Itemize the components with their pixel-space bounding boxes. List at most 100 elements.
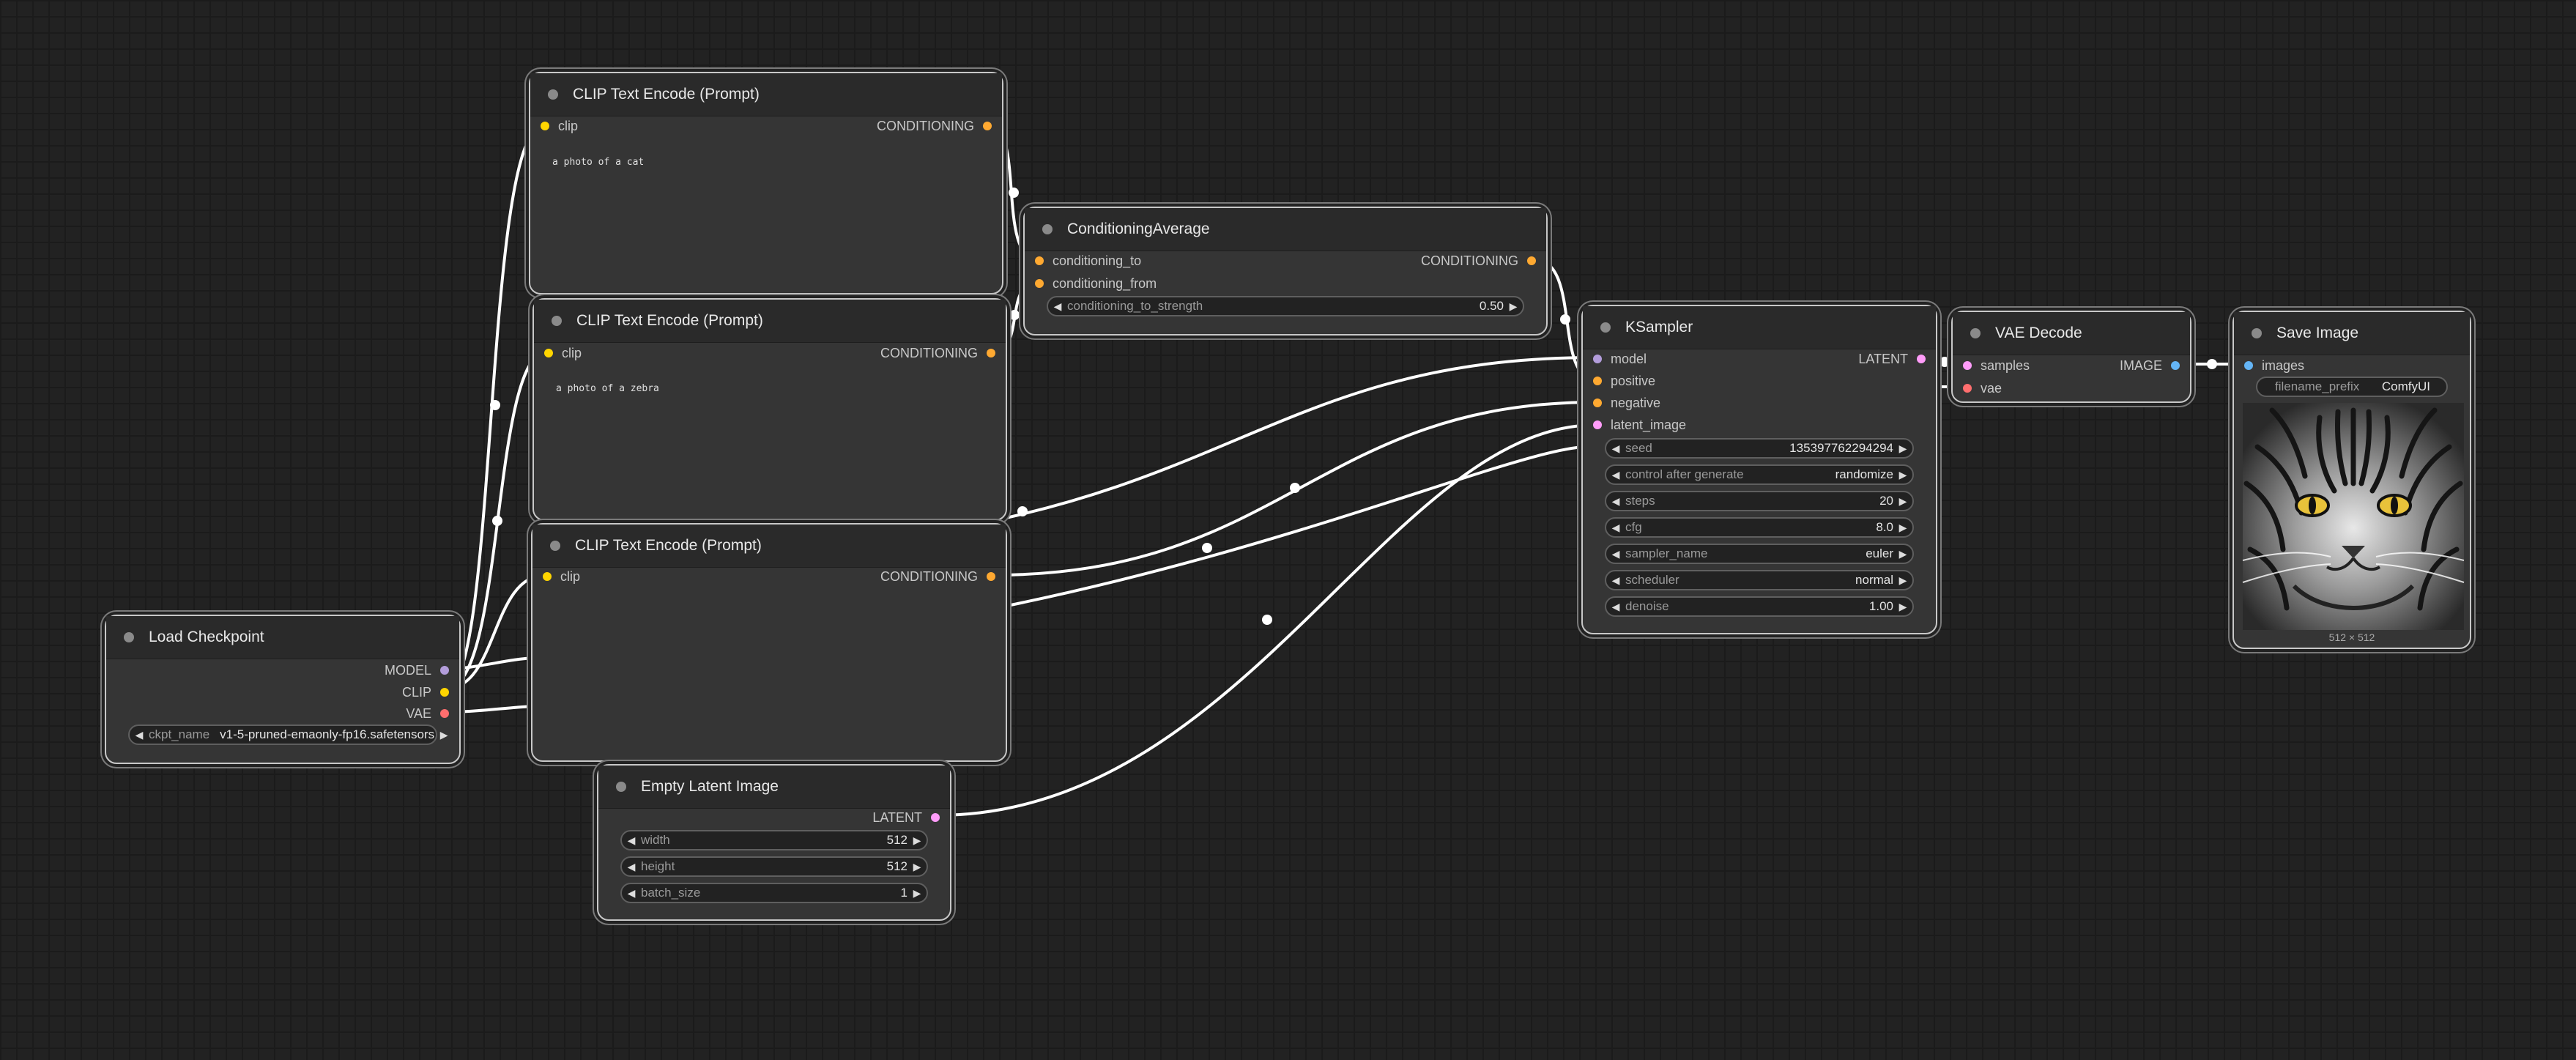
collapse-dot-icon[interactable] — [552, 316, 562, 326]
conditioning-slot-icon[interactable] — [1035, 256, 1044, 265]
decrement-arrow-icon[interactable]: ◀ — [627, 886, 636, 899]
node-clip-text-encode-3[interactable]: CLIP Text Encode (Prompt) clip CONDITION… — [531, 523, 1007, 762]
prompt-textarea[interactable] — [546, 601, 992, 746]
increment-arrow-icon[interactable]: ▶ — [1898, 468, 1907, 481]
collapse-dot-icon[interactable] — [2252, 328, 2262, 338]
conditioning-slot-icon[interactable] — [1593, 377, 1602, 385]
increment-arrow-icon[interactable]: ▶ — [913, 886, 921, 899]
decrement-arrow-icon[interactable]: ◀ — [135, 728, 144, 741]
increment-arrow-icon[interactable]: ▶ — [913, 860, 921, 872]
node-save-image[interactable]: Save Image images filename_prefix ComfyU… — [2232, 311, 2471, 649]
clip-slot-icon[interactable] — [543, 572, 552, 581]
input-negative[interactable]: negative — [1593, 394, 1660, 412]
collapse-dot-icon[interactable] — [550, 541, 560, 551]
latent-slot-icon[interactable] — [931, 813, 940, 822]
node-load-checkpoint[interactable]: Load Checkpoint MODEL CLIP VAE ◀ ckpt_na… — [105, 615, 461, 764]
node-conditioning-average[interactable]: ConditioningAverage conditioning_to cond… — [1023, 207, 1548, 336]
output-vae[interactable]: VAE — [406, 705, 449, 722]
node-vae-decode[interactable]: VAE Decode samples vae IMAGE — [1951, 311, 2191, 403]
decrement-arrow-icon[interactable]: ◀ — [627, 834, 636, 846]
output-image[interactable]: IMAGE — [2120, 357, 2180, 374]
ckpt-name-widget[interactable]: ◀ ckpt_name v1-5-pruned-emaonly-fp16.saf… — [128, 724, 448, 745]
decrement-arrow-icon[interactable]: ◀ — [1053, 300, 1062, 312]
input-conditioning-to[interactable]: conditioning_to — [1035, 252, 1141, 270]
node-ksampler[interactable]: KSampler model positive negative latent_… — [1581, 305, 1937, 634]
filename-prefix-widget[interactable]: filename_prefix ComfyUI — [2256, 377, 2448, 397]
collapse-dot-icon[interactable] — [1970, 328, 1981, 338]
input-positive[interactable]: positive — [1593, 372, 1655, 390]
image-slot-icon[interactable] — [2171, 361, 2180, 370]
conditioning-slot-icon[interactable] — [987, 572, 995, 581]
input-latent-image[interactable]: latent_image — [1593, 416, 1686, 434]
increment-arrow-icon[interactable]: ▶ — [439, 728, 448, 741]
decrement-arrow-icon[interactable]: ◀ — [1611, 521, 1620, 533]
collapse-dot-icon[interactable] — [548, 89, 558, 100]
node-title-bar[interactable]: Load Checkpoint — [106, 616, 459, 659]
decrement-arrow-icon[interactable]: ◀ — [1611, 442, 1620, 454]
node-title-bar[interactable]: Save Image — [2234, 312, 2470, 355]
increment-arrow-icon[interactable]: ▶ — [1509, 300, 1518, 312]
output-conditioning[interactable]: CONDITIONING — [1421, 252, 1536, 270]
input-clip[interactable]: clip — [541, 117, 578, 135]
input-images[interactable]: images — [2244, 357, 2304, 374]
output-latent[interactable]: LATENT — [1858, 350, 1926, 368]
input-vae[interactable]: vae — [1963, 379, 2002, 397]
node-title-bar[interactable]: KSampler — [1583, 306, 1936, 349]
steps-widget[interactable]: ◀ steps 20 ▶ — [1605, 491, 1914, 511]
input-clip[interactable]: clip — [543, 568, 580, 585]
input-model[interactable]: model — [1593, 350, 1647, 368]
input-clip[interactable]: clip — [544, 344, 582, 362]
height-widget[interactable]: ◀ height 512 ▶ — [620, 856, 928, 877]
denoise-widget[interactable]: ◀ denoise 1.00 ▶ — [1605, 596, 1914, 617]
decrement-arrow-icon[interactable]: ◀ — [627, 860, 636, 872]
scheduler-widget[interactable]: ◀ scheduler normal ▶ — [1605, 570, 1914, 590]
increment-arrow-icon[interactable]: ▶ — [1898, 600, 1907, 612]
conditioning-slot-icon[interactable] — [1527, 256, 1536, 265]
increment-arrow-icon[interactable]: ▶ — [913, 834, 921, 846]
latent-slot-icon[interactable] — [1917, 355, 1926, 363]
vae-slot-icon[interactable] — [440, 709, 449, 718]
node-title-bar[interactable]: ConditioningAverage — [1025, 208, 1546, 251]
increment-arrow-icon[interactable]: ▶ — [1898, 574, 1907, 586]
output-conditioning[interactable]: CONDITIONING — [877, 117, 992, 135]
collapse-dot-icon[interactable] — [616, 782, 626, 792]
batch-size-widget[interactable]: ◀ batch_size 1 ▶ — [620, 883, 928, 903]
width-widget[interactable]: ◀ width 512 ▶ — [620, 830, 928, 850]
clip-slot-icon[interactable] — [541, 122, 549, 130]
latent-slot-icon[interactable] — [1593, 420, 1602, 429]
node-title-bar[interactable]: VAE Decode — [1953, 312, 2190, 355]
output-latent[interactable]: LATENT — [872, 809, 940, 826]
increment-arrow-icon[interactable]: ▶ — [1898, 547, 1907, 560]
control-after-generate-widget[interactable]: ◀ control after generate randomize ▶ — [1605, 464, 1914, 485]
decrement-arrow-icon[interactable]: ◀ — [1611, 468, 1620, 481]
input-conditioning-from[interactable]: conditioning_from — [1035, 275, 1157, 292]
output-conditioning[interactable]: CONDITIONING — [880, 344, 995, 362]
vae-slot-icon[interactable] — [1963, 384, 1972, 393]
collapse-dot-icon[interactable] — [1042, 224, 1053, 234]
clip-slot-icon[interactable] — [440, 688, 449, 697]
node-empty-latent-image[interactable]: Empty Latent Image LATENT ◀ width 512 ▶ … — [597, 764, 951, 921]
decrement-arrow-icon[interactable]: ◀ — [1611, 574, 1620, 586]
node-title-bar[interactable]: Empty Latent Image — [598, 766, 950, 809]
latent-slot-icon[interactable] — [1963, 361, 1972, 370]
prompt-textarea[interactable]: a photo of a zebra — [547, 376, 992, 505]
collapse-dot-icon[interactable] — [1600, 322, 1611, 333]
conditioning-slot-icon[interactable] — [983, 122, 992, 130]
prompt-textarea[interactable]: a photo of a cat — [543, 149, 989, 278]
increment-arrow-icon[interactable]: ▶ — [1898, 521, 1907, 533]
model-slot-icon[interactable] — [1593, 355, 1602, 363]
decrement-arrow-icon[interactable]: ◀ — [1611, 547, 1620, 560]
conditioning-slot-icon[interactable] — [987, 349, 995, 357]
collapse-dot-icon[interactable] — [124, 632, 134, 642]
output-model[interactable]: MODEL — [385, 661, 449, 679]
image-slot-icon[interactable] — [2244, 361, 2253, 370]
node-clip-text-encode-2[interactable]: CLIP Text Encode (Prompt) clip CONDITION… — [532, 298, 1007, 521]
image-preview[interactable] — [2242, 403, 2465, 630]
output-clip[interactable]: CLIP — [402, 683, 449, 701]
decrement-arrow-icon[interactable]: ◀ — [1611, 600, 1620, 612]
node-clip-text-encode-1[interactable]: CLIP Text Encode (Prompt) clip CONDITION… — [529, 72, 1003, 294]
model-slot-icon[interactable] — [440, 666, 449, 675]
node-title-bar[interactable]: CLIP Text Encode (Prompt) — [530, 73, 1002, 116]
increment-arrow-icon[interactable]: ▶ — [1898, 494, 1907, 507]
